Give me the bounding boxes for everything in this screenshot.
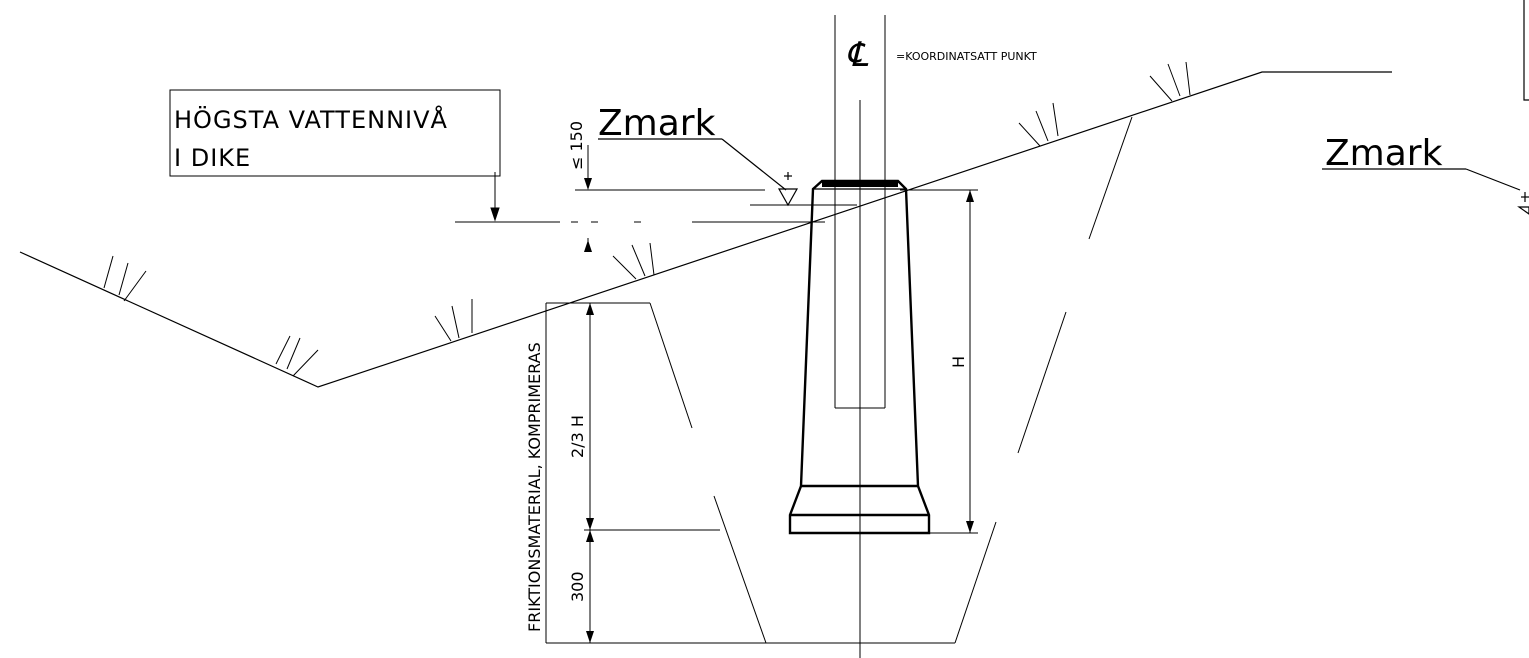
- water-level-line: [455, 172, 825, 223]
- fill-material-label: FRIKTIONSMATERIAL, KOMPRIMERAS: [525, 342, 544, 632]
- dim-two-thirds-label: 2/3 H: [568, 415, 587, 458]
- dim-150-label: ≤ 150: [567, 121, 586, 170]
- dim-150: ≤ 150: [567, 121, 765, 252]
- centerline-pipe: ℄ =KOORDINATSATT PUNKT: [834, 15, 1037, 658]
- zmark-left-label: Zmark: [598, 103, 716, 144]
- level-marker-left-icon: [750, 172, 857, 207]
- concrete-foundation: [788, 179, 931, 535]
- water-level-label-line2: I DIKE: [174, 144, 251, 172]
- water-level-label-line1: HÖGSTA VATTENNIVÅ: [174, 105, 448, 134]
- dim-height-label: H: [949, 356, 968, 368]
- vegetation-hatch-icon: [103, 61, 1191, 377]
- dim-two-thirds-and-300: 2/3 H 300: [546, 302, 720, 643]
- title-block-fragment: [1523, 0, 1529, 101]
- water-level-label-box: HÖGSTA VATTENNIVÅ I DIKE: [169, 89, 501, 177]
- dim-height: H: [900, 189, 978, 534]
- fill-material-annotation: FRIKTIONSMATERIAL, KOMPRIMERAS: [525, 303, 547, 643]
- zmark-left-annotation: Zmark: [598, 103, 857, 207]
- zmark-right-annotation: Zmark: [1322, 133, 1529, 215]
- coordinate-note: =KOORDINATSATT PUNKT: [896, 50, 1037, 63]
- zmark-right-label: Zmark: [1325, 133, 1443, 174]
- excavation-outline: [546, 116, 1133, 644]
- ground-profile: [19, 71, 1392, 388]
- level-marker-right-icon: [1517, 192, 1529, 215]
- dim-300-label: 300: [568, 571, 587, 602]
- centerline-symbol: ℄: [846, 35, 869, 75]
